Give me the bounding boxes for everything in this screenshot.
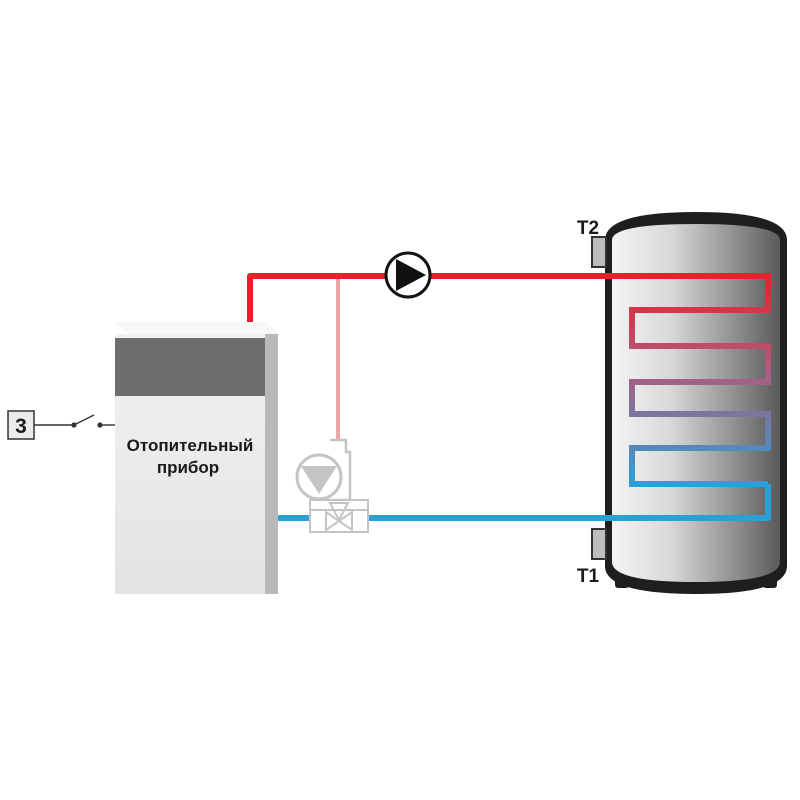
boiler-label-line1: Отопительный bbox=[127, 436, 254, 455]
boiler-top bbox=[115, 322, 278, 334]
boiler-side bbox=[265, 322, 278, 594]
tank-body bbox=[612, 224, 780, 582]
terminal-number: 3 bbox=[15, 415, 27, 438]
sensor-t1-probe bbox=[591, 528, 607, 560]
terminal-box bbox=[7, 410, 35, 440]
pump-icon bbox=[384, 251, 432, 299]
mixing-valve-icon bbox=[309, 499, 369, 533]
bypass-pump-icon bbox=[295, 438, 352, 502]
switch-icon bbox=[34, 414, 115, 428]
sensor-t1: T1 bbox=[577, 528, 607, 587]
terminal-block: 3 bbox=[7, 410, 35, 440]
supply-line bbox=[247, 273, 614, 322]
boiler: Отопительный прибор bbox=[115, 322, 278, 594]
boiler-label-line2: прибор bbox=[157, 458, 219, 477]
sensor-t1-label: T1 bbox=[577, 566, 600, 587]
sensor-t2-label: T2 bbox=[577, 218, 599, 239]
sensor-t2-probe bbox=[591, 236, 607, 268]
boiler-control-panel bbox=[115, 338, 265, 396]
heating-coil-icon bbox=[614, 273, 771, 487]
sensor-t2: T2 bbox=[577, 218, 607, 268]
return-line bbox=[278, 484, 771, 521]
